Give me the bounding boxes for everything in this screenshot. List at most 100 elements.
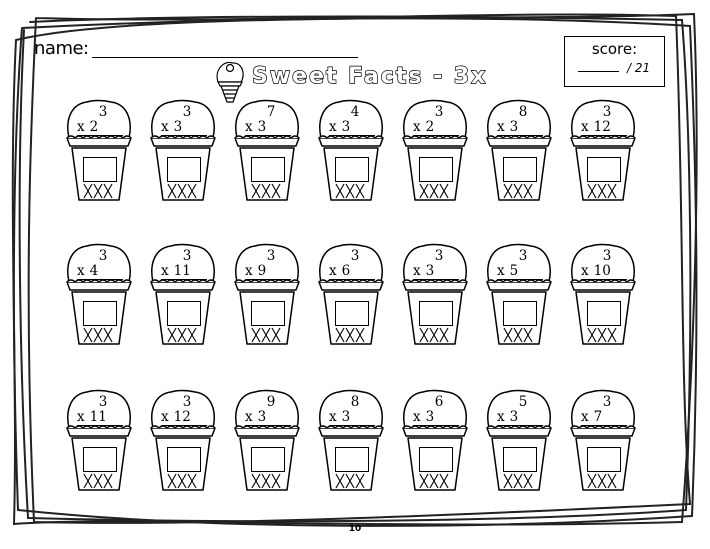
problem-bottom-number: 4 bbox=[89, 263, 99, 279]
multiply-operator: x bbox=[413, 263, 421, 279]
score-box: score: / 21 bbox=[564, 36, 665, 87]
answer-box[interactable] bbox=[503, 157, 537, 182]
multiply-operator: x bbox=[581, 119, 589, 135]
problem-top-number: 3 bbox=[434, 104, 444, 120]
multiply-operator: x bbox=[329, 119, 337, 135]
problem-bottom-number: 3 bbox=[341, 409, 351, 425]
answer-box[interactable] bbox=[83, 157, 117, 182]
multiply-operator: x bbox=[245, 263, 253, 279]
problem-bottom-number: 12 bbox=[593, 119, 611, 135]
answer-box[interactable] bbox=[167, 301, 201, 326]
problem-top-number: 5 bbox=[518, 394, 528, 410]
answer-box[interactable] bbox=[335, 157, 369, 182]
ice-cream-icon bbox=[216, 61, 244, 103]
problem-top-number: 8 bbox=[350, 394, 360, 410]
problem-top-number: 7 bbox=[266, 104, 276, 120]
multiply-operator: x bbox=[77, 119, 85, 135]
score-total: / 21 bbox=[627, 61, 651, 75]
problem-top-number: 3 bbox=[182, 394, 192, 410]
answer-box[interactable] bbox=[503, 447, 537, 472]
ice-cream-cone-icon bbox=[570, 99, 636, 201]
answer-box[interactable] bbox=[503, 301, 537, 326]
answer-box[interactable] bbox=[587, 447, 621, 472]
answer-box[interactable] bbox=[83, 301, 117, 326]
multiply-operator: x bbox=[161, 119, 169, 135]
answer-box[interactable] bbox=[587, 157, 621, 182]
score-write-line[interactable] bbox=[578, 71, 619, 72]
answer-box[interactable] bbox=[251, 447, 285, 472]
problem-bottom-number: 7 bbox=[593, 409, 603, 425]
problem-top-number: 8 bbox=[518, 104, 528, 120]
name-label: name: bbox=[34, 38, 89, 59]
answer-box[interactable] bbox=[83, 447, 117, 472]
multiply-operator: x bbox=[581, 409, 589, 425]
problem-top-number: 3 bbox=[518, 248, 528, 264]
answer-box[interactable] bbox=[587, 301, 621, 326]
problem-bottom-number: 5 bbox=[509, 263, 519, 279]
answer-box[interactable] bbox=[419, 447, 453, 472]
problem-bottom-number: 3 bbox=[509, 409, 519, 425]
worksheet-title: Sweet Facts - 3x bbox=[251, 63, 488, 89]
problem-bottom-number: 2 bbox=[425, 119, 435, 135]
answer-box[interactable] bbox=[419, 157, 453, 182]
problem-top-number: 6 bbox=[434, 394, 444, 410]
ice-cream-cone-icon bbox=[318, 389, 384, 491]
answer-box[interactable] bbox=[251, 301, 285, 326]
multiply-operator: x bbox=[413, 119, 421, 135]
answer-box[interactable] bbox=[167, 157, 201, 182]
answer-box[interactable] bbox=[251, 157, 285, 182]
answer-box[interactable] bbox=[335, 301, 369, 326]
multiply-operator: x bbox=[413, 409, 421, 425]
multiply-operator: x bbox=[497, 409, 505, 425]
answer-box[interactable] bbox=[419, 301, 453, 326]
problem-bottom-number: 11 bbox=[89, 409, 107, 425]
answer-box[interactable] bbox=[167, 447, 201, 472]
problem-bottom-number: 3 bbox=[425, 263, 435, 279]
multiply-operator: x bbox=[497, 263, 505, 279]
problem-top-number: 3 bbox=[350, 248, 360, 264]
problem-bottom-number: 3 bbox=[257, 409, 267, 425]
answer-box[interactable] bbox=[335, 447, 369, 472]
problem-bottom-number: 2 bbox=[89, 119, 99, 135]
problem-bottom-number: 3 bbox=[257, 119, 267, 135]
problem-bottom-number: 3 bbox=[173, 119, 183, 135]
multiply-operator: x bbox=[161, 263, 169, 279]
multiply-operator: x bbox=[581, 263, 589, 279]
problem-top-number: 3 bbox=[434, 248, 444, 264]
problem-top-number: 3 bbox=[182, 104, 192, 120]
problem-bottom-number: 12 bbox=[173, 409, 191, 425]
problem-top-number: 9 bbox=[266, 394, 276, 410]
multiply-operator: x bbox=[77, 409, 85, 425]
problem-top-number: 4 bbox=[350, 104, 360, 120]
name-write-line[interactable] bbox=[92, 57, 358, 58]
